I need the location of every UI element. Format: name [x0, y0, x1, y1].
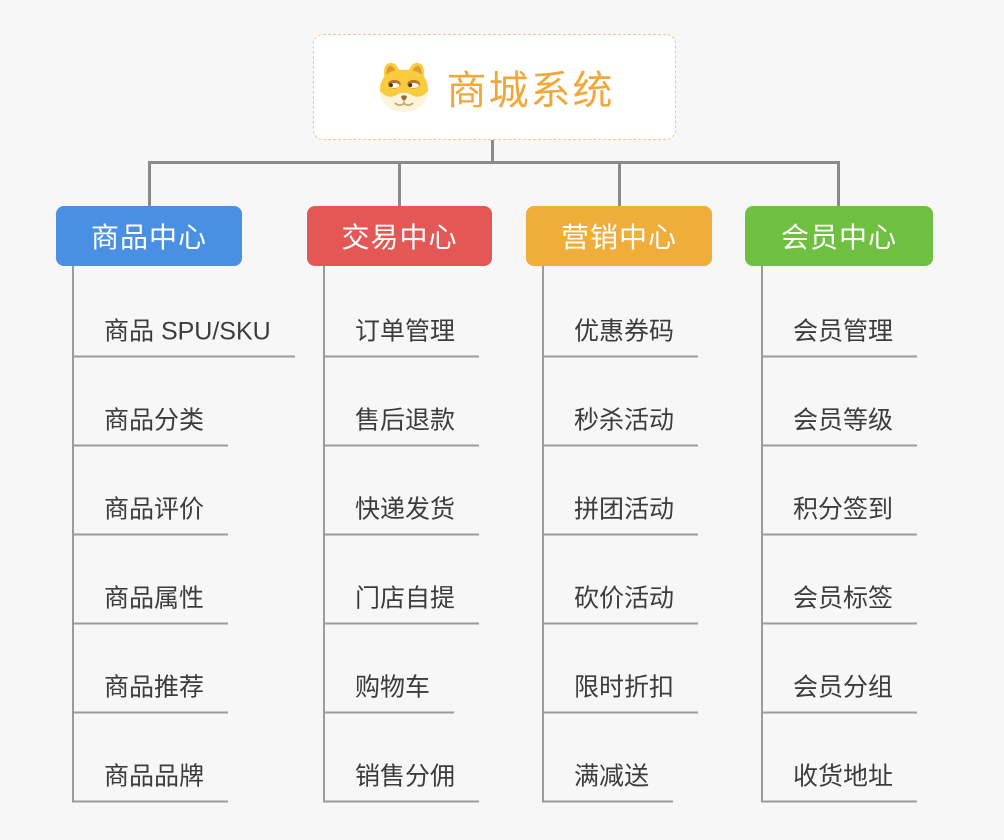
leaf-member-management[interactable]: 会员管理: [761, 316, 918, 357]
branch-trade-center[interactable]: 交易中心: [307, 206, 492, 266]
connector-horizontal-bar: [148, 161, 840, 164]
leaf-store-pickup[interactable]: 门店自提: [323, 583, 480, 624]
leaf-sales-commission[interactable]: 销售分佣: [323, 761, 480, 802]
leaf-flash-sale[interactable]: 秒杀活动: [542, 405, 699, 446]
leaf-product-review[interactable]: 商品评价: [72, 494, 229, 535]
leaf-spend-save[interactable]: 满减送: [542, 761, 674, 802]
leaf-shipping-address[interactable]: 收货地址: [761, 761, 918, 802]
connector-drop-marketing: [618, 161, 621, 206]
root-title: 商城系统: [446, 69, 615, 113]
connector-drop-product: [148, 161, 151, 206]
leaf-product-brand[interactable]: 商品品牌: [72, 761, 229, 802]
leaf-aftersale-refund[interactable]: 售后退款: [323, 405, 480, 446]
connector-root-stub: [491, 140, 494, 163]
leaf-product-attribute[interactable]: 商品属性: [72, 583, 229, 624]
doge-dog-icon: [379, 62, 428, 113]
leaf-order-management[interactable]: 订单管理: [323, 316, 480, 357]
branch-marketing-center[interactable]: 营销中心: [526, 206, 712, 266]
leaf-points-checkin[interactable]: 积分签到: [761, 494, 918, 535]
leaf-shopping-cart[interactable]: 购物车: [323, 672, 455, 713]
root-node-mall-system[interactable]: 商城系统: [313, 34, 676, 140]
leaf-product-recommend[interactable]: 商品推荐: [72, 672, 229, 713]
leaf-group-buy[interactable]: 拼团活动: [542, 494, 699, 535]
leaf-member-level[interactable]: 会员等级: [761, 405, 918, 446]
leaf-member-tag[interactable]: 会员标签: [761, 583, 918, 624]
connector-drop-member: [837, 161, 840, 206]
leaf-product-category[interactable]: 商品分类: [72, 405, 229, 446]
leaf-coupon-code[interactable]: 优惠券码: [542, 316, 699, 357]
leaf-product-spu-sku[interactable]: 商品 SPU/SKU: [72, 316, 295, 357]
leaf-bargain-activity[interactable]: 砍价活动: [542, 583, 699, 624]
leaf-member-group[interactable]: 会员分组: [761, 672, 918, 713]
connector-drop-trade: [398, 161, 401, 206]
leaf-limited-time-discount[interactable]: 限时折扣: [542, 672, 699, 713]
leaf-express-delivery[interactable]: 快递发货: [323, 494, 480, 535]
branch-product-center[interactable]: 商品中心: [56, 206, 242, 266]
branch-member-center[interactable]: 会员中心: [745, 206, 933, 266]
